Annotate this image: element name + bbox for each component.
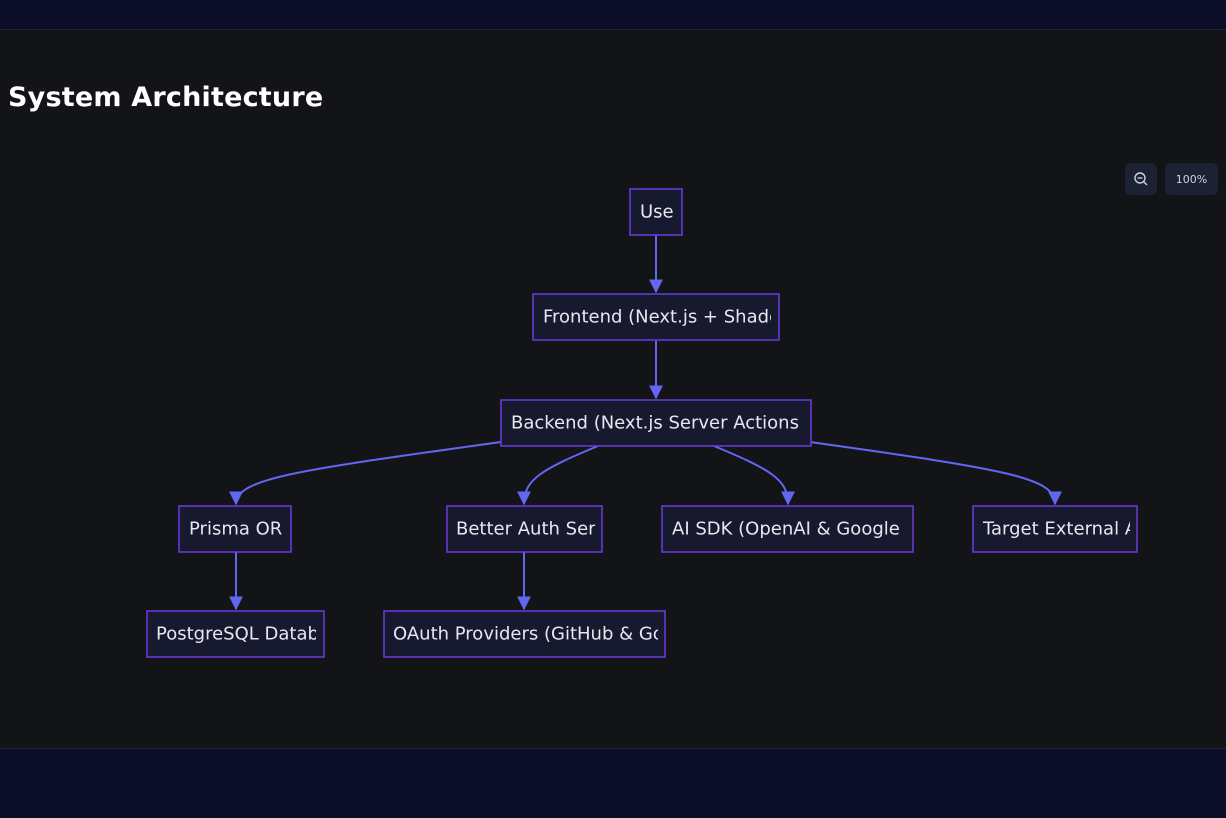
node-postgres[interactable]: PostgreSQL Datab [146,610,325,658]
node-ai-label: AI SDK (OpenAI & Google [672,519,900,540]
node-backend[interactable]: Backend (Next.js Server Actions & [500,399,819,447]
node-backend-label: Backend (Next.js Server Actions & [511,413,819,434]
node-frontend[interactable]: Frontend (Next.js + Shadc [532,293,780,341]
edge-backend-external [809,441,1062,506]
node-external-label: Target External A [982,519,1138,540]
node-oauth-label: OAuth Providers (GitHub & Go [393,624,664,645]
zoom-out-icon [1134,172,1148,186]
zoom-level-indicator[interactable]: 100% [1165,163,1218,195]
node-prisma[interactable]: Prisma ORM [178,505,298,553]
page-title: System Architecture [8,82,324,113]
node-external[interactable]: Target External A [972,505,1138,553]
node-frontend-label: Frontend (Next.js + Shadc [543,307,779,328]
top-bar [0,0,1226,30]
edge-backend-prisma [229,441,502,506]
edge-backend-ai [713,445,795,506]
bottom-bar [0,749,1226,818]
node-auth-label: Better Auth Serv [456,519,607,540]
diagram-edges [229,235,1062,611]
node-user-label: Use [640,202,674,223]
node-auth[interactable]: Better Auth Serv [446,505,607,553]
zoom-out-button[interactable] [1125,163,1157,195]
edge-backend-auth [517,445,599,506]
node-prisma-label: Prisma ORM [189,519,298,540]
node-ai[interactable]: AI SDK (OpenAI & Google [661,505,914,553]
node-user[interactable]: Use [629,188,683,236]
node-postgres-label: PostgreSQL Datab [156,624,319,645]
node-oauth[interactable]: OAuth Providers (GitHub & Go [383,610,666,658]
